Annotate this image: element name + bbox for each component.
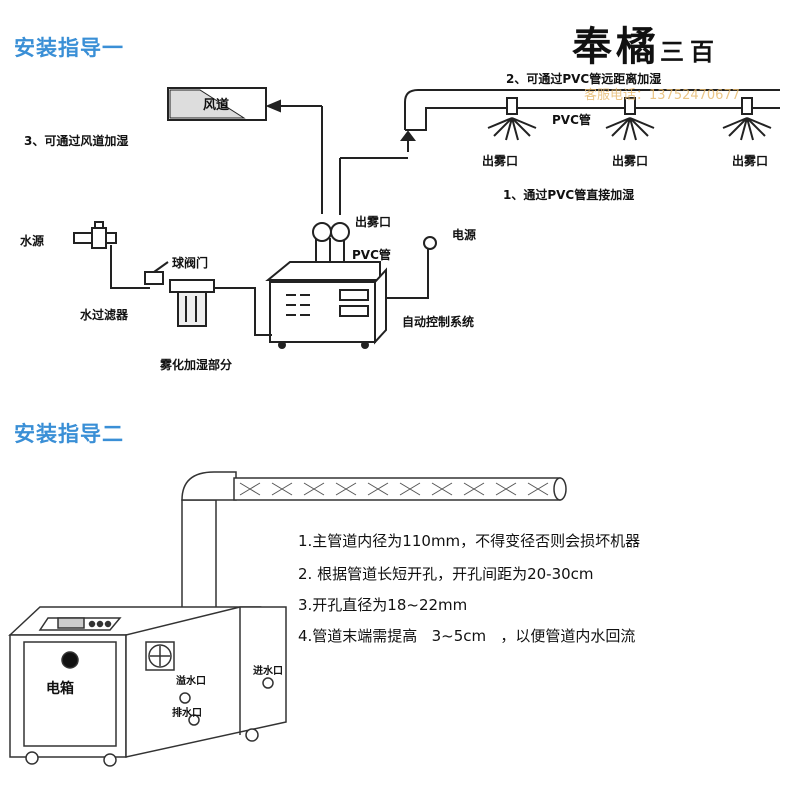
auto-control-label: 自动控制系统 bbox=[402, 315, 475, 329]
instruction-1: 1.主管道内径为110mm，不得变径否则会损坏机器 bbox=[298, 532, 641, 550]
duct-hatch bbox=[169, 89, 246, 119]
pvc-long-top bbox=[404, 89, 780, 130]
duct-label: 风道 bbox=[203, 98, 230, 113]
instruction-2: 2. 根据管道长短开孔，开孔间距为20-30cm bbox=[298, 565, 594, 583]
pvc-arrow bbox=[400, 130, 416, 141]
mist-outlet-label-1: 出雾口 bbox=[482, 154, 519, 168]
mist-outlet-label-3: 出雾口 bbox=[732, 154, 769, 168]
mist-outlet-label-2: 出雾口 bbox=[612, 154, 649, 168]
power-cable bbox=[386, 248, 429, 299]
duct-arrow bbox=[265, 99, 281, 113]
mist-sprays bbox=[487, 117, 772, 141]
brand-main: 奉橘 bbox=[572, 23, 660, 70]
overflow-label: 溢水口 bbox=[176, 676, 206, 687]
pvc-top-label: PVC管 bbox=[552, 113, 591, 127]
guide1-title: 安装指导一 bbox=[14, 36, 124, 60]
instruction-4: 4.管道末端需提高 3~5cm ，以便管道内水回流 bbox=[298, 627, 636, 645]
water-filter bbox=[169, 279, 215, 327]
ball-valve-label: 球阀门 bbox=[172, 256, 209, 270]
brand-sub: 三百 bbox=[660, 37, 720, 66]
pvc-long-bottom bbox=[405, 107, 780, 131]
humidifier-unit bbox=[265, 222, 387, 349]
electric-box-label: 电箱 bbox=[46, 681, 74, 697]
contact-phone: 客服电话：13752470677 bbox=[584, 88, 740, 103]
power-plug bbox=[423, 236, 437, 250]
water-faucet bbox=[73, 221, 117, 249]
water-source-label: 水源 bbox=[20, 234, 45, 248]
unit-pvc-label: PVC管 bbox=[352, 248, 391, 262]
inlet-label: 进水口 bbox=[253, 666, 283, 677]
brand-logo: 奉橘三百 bbox=[572, 14, 720, 72]
water-line-to-unit bbox=[200, 287, 272, 336]
instruction-3: 3.开孔直径为18~22mm bbox=[298, 596, 468, 614]
duct-box bbox=[167, 87, 267, 121]
humidifier-machine bbox=[8, 606, 287, 767]
guide1-diagram bbox=[73, 87, 780, 349]
ball-valve bbox=[144, 261, 169, 285]
drain-label: 排水口 bbox=[172, 708, 202, 719]
pipe-spray-holes bbox=[239, 482, 549, 496]
option1-label: 1、通过PVC管直接加湿 bbox=[503, 188, 635, 202]
guide2-title: 安装指导二 bbox=[14, 422, 124, 446]
atomizer-label: 雾化加湿部分 bbox=[160, 358, 233, 372]
option3-label: 3、可通过风道加湿 bbox=[24, 134, 129, 148]
water-line bbox=[110, 245, 150, 289]
option2-label: 2、可通过PVC管远距离加湿 bbox=[506, 72, 662, 86]
filter-label: 水过滤器 bbox=[80, 308, 129, 322]
unit-outlet-label: 出雾口 bbox=[355, 215, 392, 229]
power-label: 电源 bbox=[452, 228, 477, 242]
